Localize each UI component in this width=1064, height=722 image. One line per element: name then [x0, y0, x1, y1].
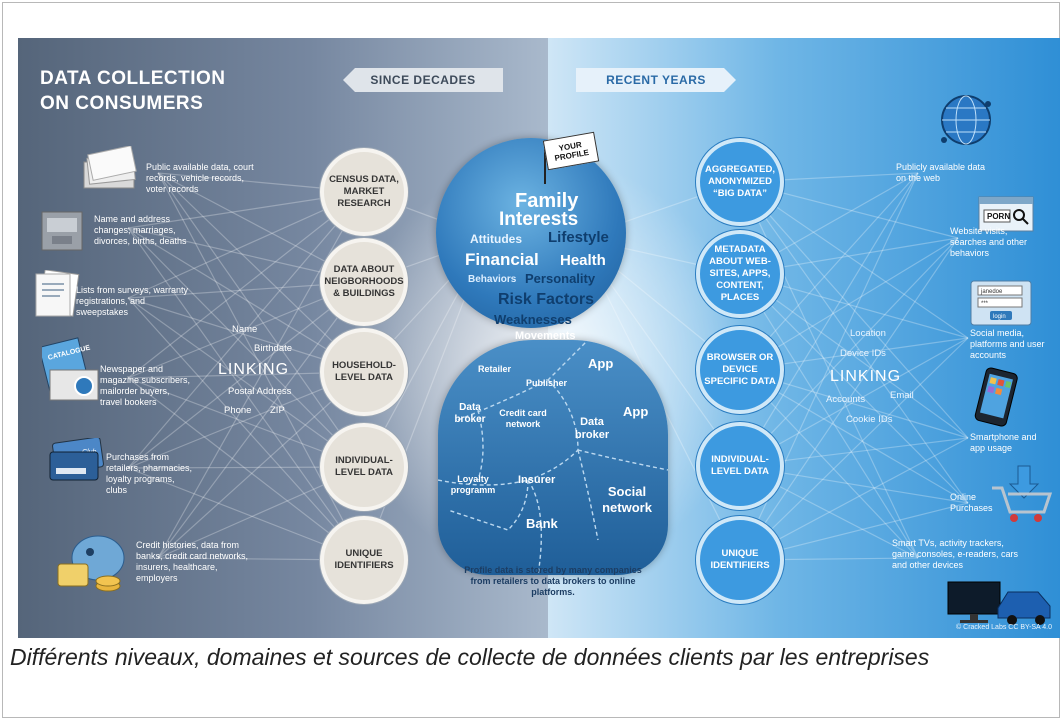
infographic-title: DATA COLLECTION ON CONSUMERS: [40, 66, 226, 116]
trait-health: Health: [560, 252, 606, 269]
right-link-location: Location: [850, 328, 886, 339]
part-publisher: Publisher: [526, 378, 568, 388]
documents-icon: [80, 145, 140, 197]
login-pass-text: ***: [981, 301, 989, 307]
right-circle-metadata: METADATA ABOUT WEB-SITES, APPS, CONTENT,…: [696, 230, 784, 318]
login-form-icon: janedoe *** login: [970, 280, 1032, 331]
right-source-social-media: Social media, platforms and user account…: [970, 328, 1045, 360]
trait-lifestyle: Lifestyle: [548, 229, 609, 246]
left-circle-household: HOUSEHOLD-LEVEL DATA: [320, 328, 408, 416]
left-circle-label: INDIVIDUAL-LEVEL DATA: [334, 455, 394, 478]
recent-years-banner: RECENT YEARS: [576, 68, 736, 92]
left-circle-census: CENSUS DATA, MARKET RESEARCH: [320, 148, 408, 236]
browser-search-icon: PORN: [978, 196, 1034, 237]
part-social-network: Social network: [602, 484, 652, 515]
left-source-subscribers: Newspaper and magazine subscribers, mail…: [100, 364, 191, 407]
trait-personality: Personality: [525, 271, 596, 286]
body-dividers: [438, 340, 668, 575]
part-app-2: App: [623, 404, 649, 419]
left-link-zip: ZIP: [270, 405, 285, 416]
trait-behaviors: Behaviors: [468, 274, 517, 285]
title-line-2: ON CONSUMERS: [40, 93, 204, 114]
flag-pole: [544, 146, 546, 184]
right-source-smartphone: Smartphone and app usage: [970, 432, 1037, 453]
left-source-credit: Credit histories, data from banks, credi…: [136, 540, 249, 583]
left-link-birthdate: Birthdate: [254, 343, 293, 354]
profile-body: [438, 340, 668, 575]
left-link-postal-address: Postal Address: [228, 386, 292, 397]
right-circle-browser-device: BROWSER OR DEVICE SPECIFIC DATA: [696, 326, 784, 414]
smartphone-icon: [974, 367, 1018, 433]
right-circle-individual: INDIVIDUAL-LEVEL DATA: [696, 422, 784, 510]
part-app-1: App: [588, 356, 614, 371]
since-decades-banner: SINCE DECADES: [343, 68, 503, 92]
right-circle-label: UNIQUE IDENTIFIERS: [710, 548, 770, 571]
right-link-cookie-ids: Cookie IDs: [846, 414, 893, 425]
title-line-1: DATA COLLECTION: [40, 68, 226, 89]
right-link-email: Email: [890, 390, 914, 401]
left-link-phone: Phone: [224, 405, 252, 416]
copyright: © Cracked Labs CC BY-SA 4.0: [956, 624, 1052, 631]
right-circle-identifiers: UNIQUE IDENTIFIERS: [696, 516, 784, 604]
left-circle-label: HOUSEHOLD-LEVEL DATA: [332, 360, 396, 383]
trait-financial: Financial: [465, 250, 539, 269]
right-source-website-visits: Website visits, searches and other behav…: [950, 226, 1028, 258]
right-source-web-data: Publicly available data on the web: [896, 162, 986, 183]
forms-icon: [32, 269, 82, 323]
left-source-public-records: Public available data, court records, ve…: [146, 162, 254, 194]
right-circle-label: BROWSER OR DEVICE SPECIFIC DATA: [704, 352, 776, 387]
right-circle-label: METADATA ABOUT WEB-SITES, APPS, CONTENT,…: [709, 244, 771, 303]
right-linking-word: LINKING: [830, 368, 902, 385]
profile-head: [436, 138, 626, 328]
left-source-purchases: Purchases from retailers, pharmacies, lo…: [106, 452, 193, 495]
porn-search-text: PORN: [987, 212, 1010, 221]
trait-interests: Interests: [499, 209, 579, 230]
right-link-device-ids: Device IDs: [840, 348, 886, 359]
shopping-cart-icon: [988, 464, 1054, 529]
left-circle-neighborhoods: DATA ABOUT NEIGBORHOODS & BUILDINGS: [320, 238, 408, 326]
login-user-text: janedoe: [980, 289, 1003, 295]
loyalty-card-icon: Club: [48, 436, 106, 489]
left-circle-label: CENSUS DATA, MARKET RESEARCH: [329, 174, 399, 209]
part-credit-card-network: Credit card network: [499, 408, 547, 429]
profile-storage-note: Profile data is stored by many companies…: [464, 565, 642, 597]
trait-family: Family: [515, 190, 579, 212]
devices-icon: [946, 564, 1056, 631]
left-circle-individual: INDIVIDUAL-LEVEL DATA: [320, 423, 408, 511]
piggy-bank-icon: [56, 530, 132, 601]
catalogue-icon: CATALOGUE: [38, 336, 104, 409]
trait-weaknesses: Weaknesses: [494, 312, 572, 327]
part-bank: Bank: [526, 516, 558, 531]
left-circle-identifiers: UNIQUE IDENTIFIERS: [320, 516, 408, 604]
part-retailer: Retailer: [478, 364, 512, 374]
left-source-address-changes: Name and address changes, marriages, div…: [94, 214, 187, 246]
left-circle-label: UNIQUE IDENTIFIERS: [334, 548, 394, 571]
left-circle-label: DATA ABOUT NEIGBORHOODS & BUILDINGS: [324, 264, 404, 299]
globe-network-icon: [936, 92, 996, 155]
trait-risk-factors: Risk Factors: [498, 291, 595, 308]
right-link-accounts: Accounts: [826, 394, 866, 405]
part-data-broker-1: Data broker: [454, 402, 486, 425]
left-linking-word: LINKING: [218, 361, 290, 378]
right-source-devices: Smart TVs, activity trackers, game conso…: [892, 538, 1019, 570]
left-link-name: Name: [232, 324, 258, 335]
right-circle-big-data: AGGREGATED, ANONYMIZED “BIG DATA”: [696, 138, 784, 226]
trait-movements: Movements: [515, 330, 576, 342]
infographic: DATA COLLECTION ON CONSUMERS SINCE DECAD…: [18, 38, 1060, 638]
part-insurer: Insurer: [518, 474, 556, 486]
login-button-text: login: [993, 314, 1006, 320]
right-circle-label: INDIVIDUAL-LEVEL DATA: [710, 454, 770, 477]
mailbox-icon: [40, 208, 86, 259]
part-data-broker-2: Data broker: [574, 416, 610, 441]
left-source-surveys: Lists from surveys, warranty registratio…: [76, 285, 189, 317]
right-circle-label: AGGREGATED, ANONYMIZED “BIG DATA”: [704, 164, 776, 199]
figure-caption: Différents niveaux, domaines et sources …: [10, 644, 930, 670]
right-source-online-purchases: Online Purchases: [950, 492, 993, 513]
part-loyalty-programm: Loyalty programm: [450, 474, 496, 495]
trait-attitudes: Attitudes: [470, 232, 522, 246]
